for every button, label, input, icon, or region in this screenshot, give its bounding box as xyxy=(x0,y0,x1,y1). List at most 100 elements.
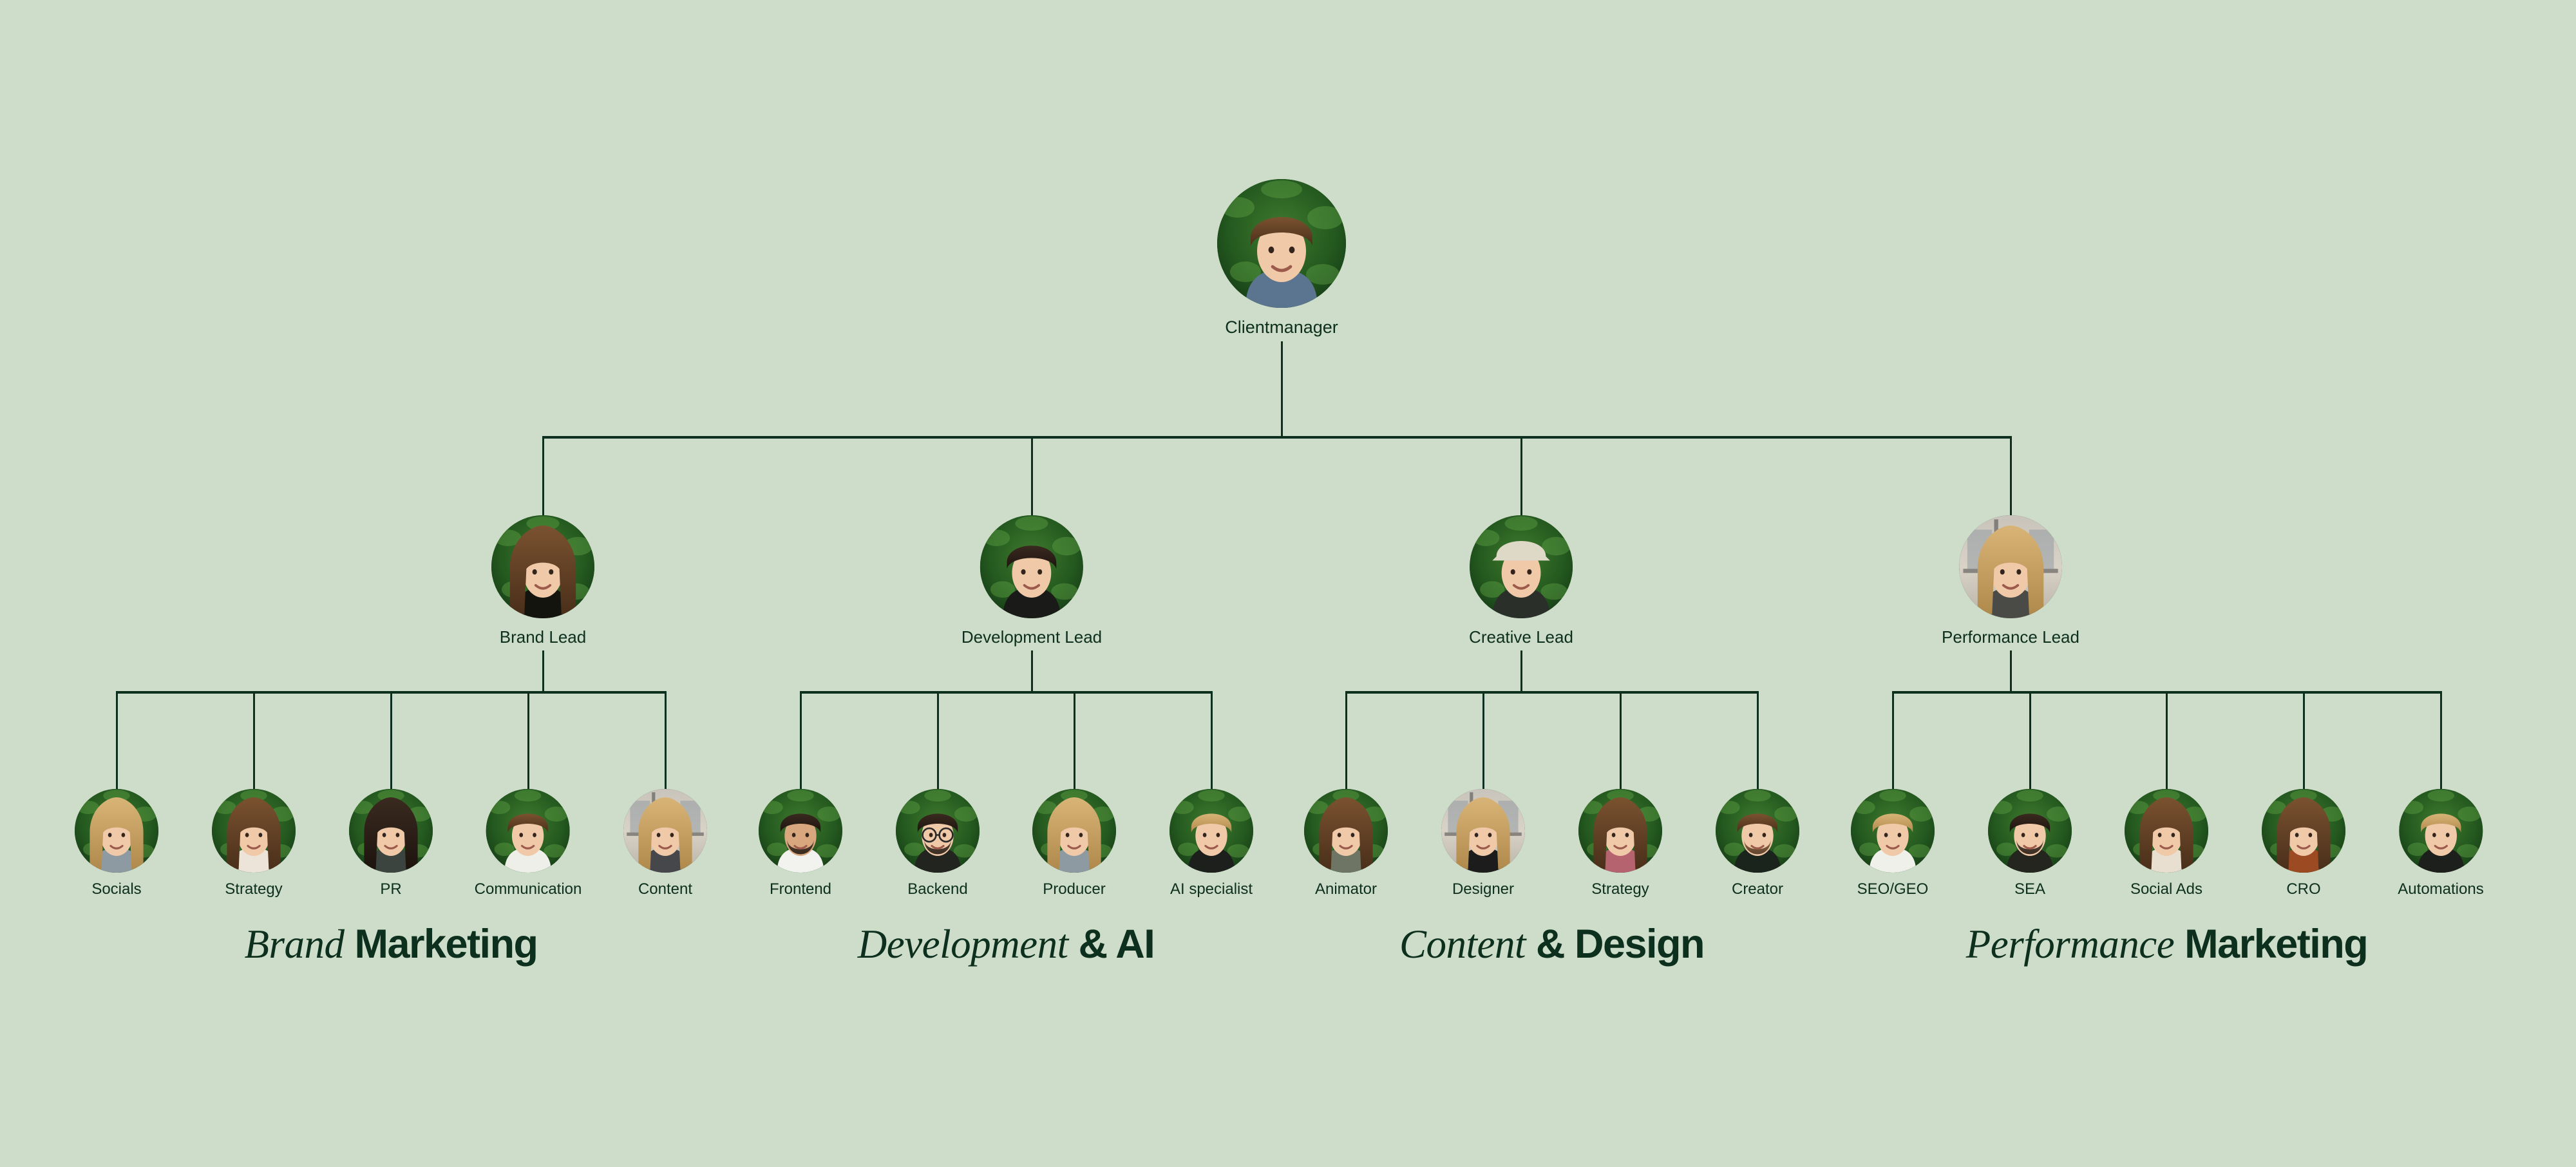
photo-animator xyxy=(1304,789,1388,873)
department-heading-brand-marketing: Brand Marketing xyxy=(244,922,538,967)
photo-producer xyxy=(1032,789,1116,873)
node-label: CRO xyxy=(2286,880,2321,898)
connector-line-vertical xyxy=(1891,691,1894,789)
connector-line-vertical xyxy=(2302,691,2305,789)
org-node-member-backend[interactable]: Backend xyxy=(896,789,980,898)
photo-pr xyxy=(349,789,433,873)
org-node-member-social-ads[interactable]: Social Ads xyxy=(2125,789,2208,898)
node-label: Creative Lead xyxy=(1469,627,1573,647)
connector-line-vertical xyxy=(2439,691,2442,789)
org-node-member-seo-geo[interactable]: SEO/GEO xyxy=(1851,789,1935,898)
department-heading-content-design: Content & Design xyxy=(1399,922,1705,967)
node-label: SEO/GEO xyxy=(1857,880,1929,898)
connector-line-vertical xyxy=(1345,691,1347,789)
org-node-member-communication[interactable]: Communication xyxy=(475,789,582,898)
node-label: Performance Lead xyxy=(1942,627,2079,647)
connector-line-horizontal xyxy=(800,691,1211,694)
org-node-member-designer[interactable]: Designer xyxy=(1441,789,1525,898)
node-label: Brand Lead xyxy=(499,627,587,647)
node-label: Communication xyxy=(474,880,582,898)
org-node-member-sea[interactable]: SEA xyxy=(1988,789,2072,898)
connector-line-vertical xyxy=(252,691,255,789)
org-node-member-content[interactable]: Content xyxy=(623,789,707,898)
photo-brand-strategy xyxy=(212,789,296,873)
department-heading-sans: & Design xyxy=(1525,922,1705,967)
org-node-member-automations[interactable]: Automations xyxy=(2398,789,2484,898)
org-node-lead-performance-lead[interactable]: Performance Lead xyxy=(1942,515,2079,647)
department-heading-performance-marketing: Performance Marketing xyxy=(1965,922,2369,967)
connector-line-vertical xyxy=(542,436,544,515)
connector-line-vertical xyxy=(936,691,939,789)
connector-line-vertical xyxy=(799,691,802,789)
org-node-lead-brand-lead[interactable]: Brand Lead xyxy=(491,515,594,647)
photo-socials xyxy=(75,789,158,873)
department-heading-sans: & AI xyxy=(1068,922,1155,967)
photo-creative-lead xyxy=(1469,515,1573,618)
node-label: Automations xyxy=(2398,880,2484,898)
org-node-member-pr[interactable]: PR xyxy=(349,789,433,898)
department-heading-serif: Performance xyxy=(1965,922,2175,967)
photo-performance-lead xyxy=(1959,515,2062,618)
photo-sea xyxy=(1988,789,2072,873)
org-node-root[interactable]: Clientmanager xyxy=(1217,179,1346,337)
node-label: Frontend xyxy=(769,880,832,898)
connector-line-vertical xyxy=(2165,691,2168,789)
org-node-member-frontend[interactable]: Frontend xyxy=(759,789,842,898)
photo-brand-lead xyxy=(491,515,594,618)
photo-content-strategy xyxy=(1578,789,1662,873)
photo-clientmanager xyxy=(1217,179,1346,308)
node-label: Designer xyxy=(1452,880,1515,898)
department-heading-sans: Marketing xyxy=(344,922,538,967)
node-label: Animator xyxy=(1314,880,1378,898)
connector-line-vertical xyxy=(1030,650,1033,691)
org-node-member-socials[interactable]: Socials xyxy=(75,789,158,898)
org-node-member-strategy[interactable]: Strategy xyxy=(212,789,296,898)
node-label: Clientmanager xyxy=(1225,318,1338,337)
connector-line-vertical xyxy=(2009,436,2012,515)
node-label: Content xyxy=(638,880,693,898)
photo-cro xyxy=(2262,789,2345,873)
photo-ai-specialist xyxy=(1170,789,1253,873)
department-heading-serif: Brand xyxy=(244,922,345,967)
org-node-lead-development-lead[interactable]: Development Lead xyxy=(961,515,1102,647)
photo-content xyxy=(623,789,707,873)
connector-line-vertical xyxy=(390,691,392,789)
photo-seo-geo xyxy=(1851,789,1935,873)
org-node-member-producer[interactable]: Producer xyxy=(1032,789,1116,898)
photo-automations xyxy=(2399,789,2483,873)
connector-line-vertical xyxy=(664,691,667,789)
connector-line-vertical xyxy=(1756,691,1759,789)
connector-line-vertical xyxy=(2029,691,2031,789)
connector-line-horizontal xyxy=(1346,691,1757,694)
photo-development-lead xyxy=(980,515,1083,618)
org-node-member-strategy[interactable]: Strategy xyxy=(1578,789,1662,898)
photo-designer xyxy=(1441,789,1525,873)
org-node-member-cro[interactable]: CRO xyxy=(2262,789,2345,898)
connector-line-horizontal xyxy=(543,436,2011,439)
node-label: AI specialist xyxy=(1170,880,1253,898)
node-label: Creator xyxy=(1731,880,1784,898)
org-node-lead-creative-lead[interactable]: Creative Lead xyxy=(1469,515,1573,647)
department-heading-development-ai: Development & AI xyxy=(858,924,1155,965)
connector-line-vertical xyxy=(1210,691,1213,789)
department-heading-serif: Content xyxy=(1399,922,1526,967)
node-label: Strategy xyxy=(225,880,283,898)
connector-line-vertical xyxy=(1520,436,1522,515)
connector-line-vertical xyxy=(1482,691,1484,789)
node-label: Producer xyxy=(1043,880,1106,898)
department-heading-sans: Marketing xyxy=(2174,922,2369,967)
org-node-member-ai-specialist[interactable]: AI specialist xyxy=(1170,789,1253,898)
org-node-member-animator[interactable]: Animator xyxy=(1304,789,1388,898)
connector-line-vertical xyxy=(542,650,544,691)
photo-social-ads xyxy=(2125,789,2208,873)
connector-line-vertical xyxy=(1030,436,1033,515)
connector-line-vertical xyxy=(2009,650,2012,691)
connector-line-vertical xyxy=(1619,691,1622,789)
photo-creator xyxy=(1716,789,1799,873)
node-label: Social Ads xyxy=(2130,880,2203,898)
node-label: Strategy xyxy=(1591,880,1649,898)
org-node-member-creator[interactable]: Creator xyxy=(1716,789,1799,898)
connector-line-vertical xyxy=(1073,691,1075,789)
node-label: Backend xyxy=(907,880,968,898)
